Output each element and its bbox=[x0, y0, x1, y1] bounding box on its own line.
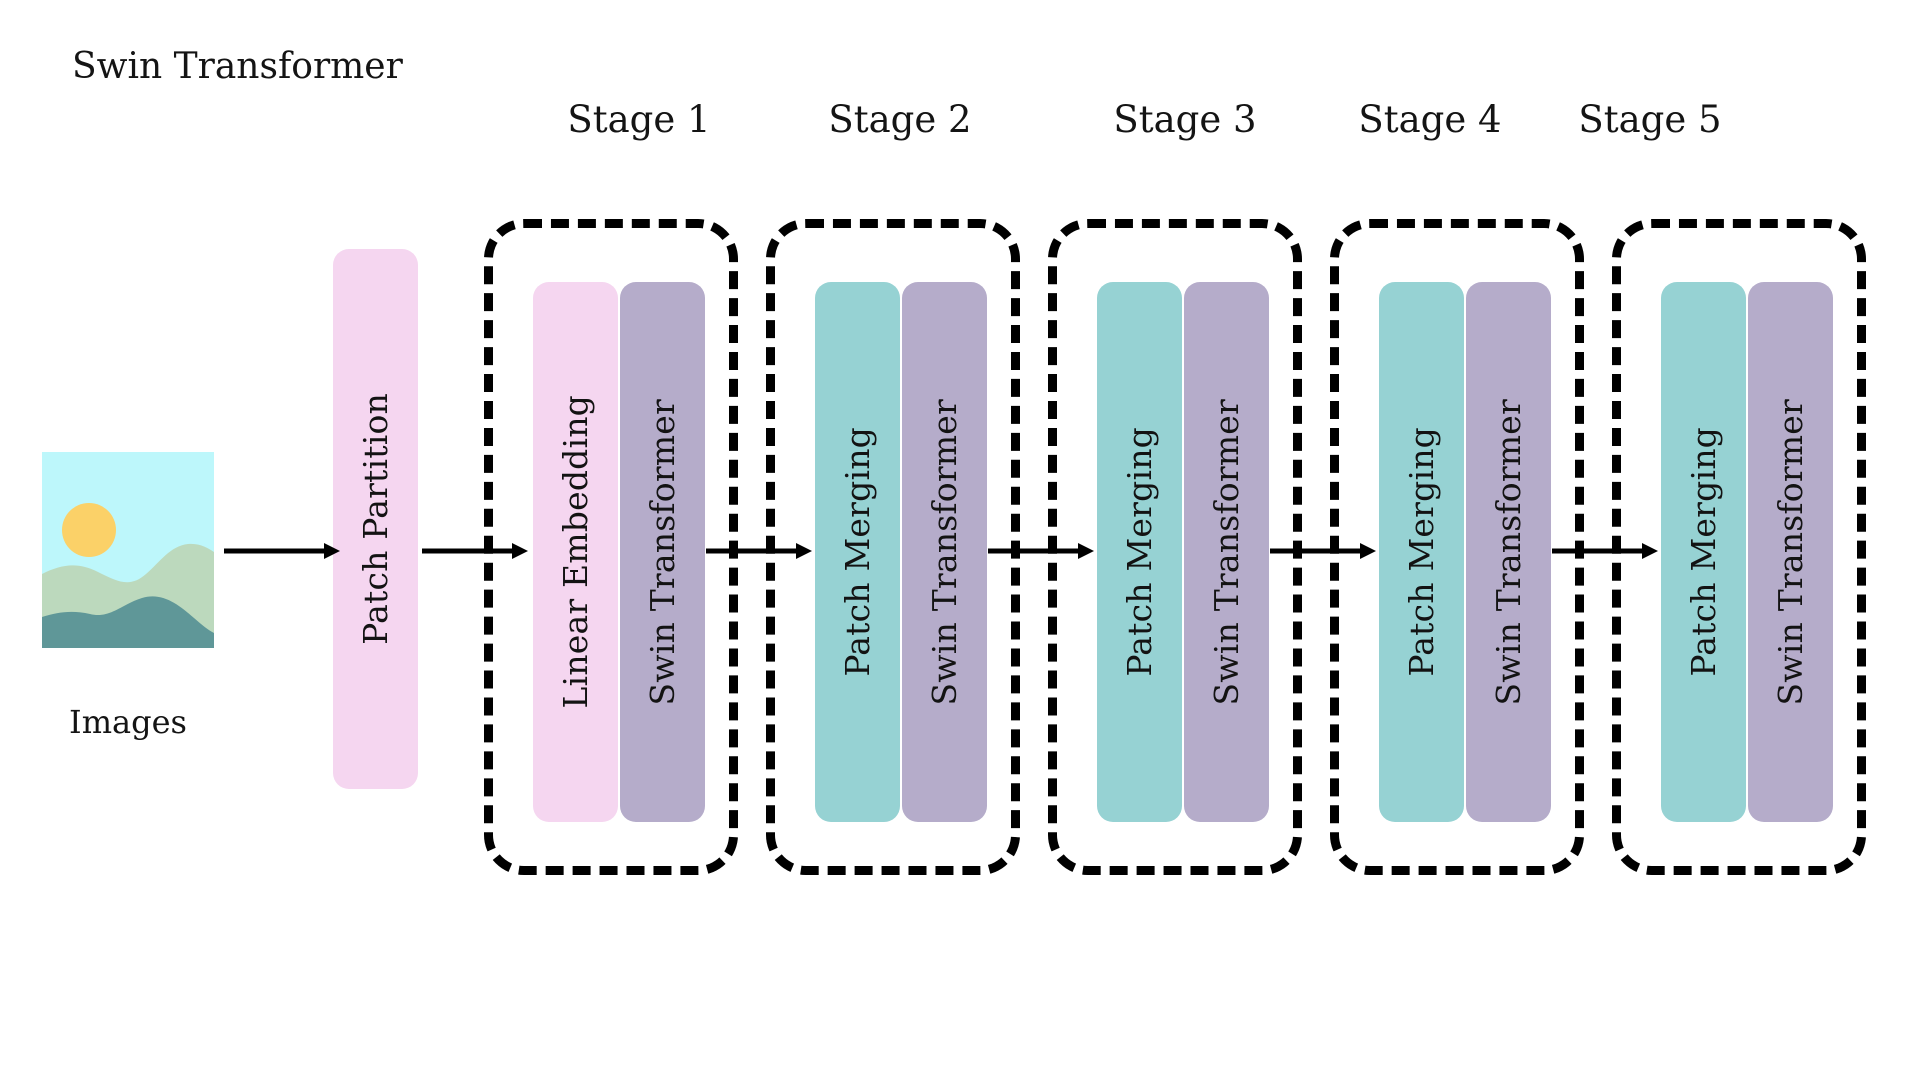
layer-bar-patch-merging[interactable]: Patch Merging bbox=[1661, 282, 1746, 822]
layer-bar-swin-transformer[interactable]: Swin Transformer bbox=[902, 282, 987, 822]
arrow-right-icon bbox=[1270, 543, 1376, 559]
stage-label-3: Stage 3 bbox=[1113, 98, 1257, 141]
stage-box-3[interactable]: Patch Merging Swin Transformer bbox=[1048, 219, 1302, 875]
arrow-right-icon bbox=[422, 543, 528, 559]
layer-bar-label: Swin Transformer bbox=[925, 398, 964, 706]
stage-box-5[interactable]: Patch Merging Swin Transformer bbox=[1612, 219, 1866, 875]
flow-arrow-stage-2-to-stage-3 bbox=[988, 541, 1094, 561]
landscape-thumbnail-icon bbox=[42, 452, 214, 648]
layer-bar-label: Swin Transformer bbox=[1207, 398, 1246, 706]
arrow-right-icon bbox=[1552, 543, 1658, 559]
arrow-right-icon bbox=[224, 543, 340, 559]
source-image-thumbnail bbox=[42, 452, 214, 648]
stage-label-1: Stage 1 bbox=[567, 98, 711, 141]
page-title: Swin Transformer bbox=[72, 46, 403, 87]
stage-box-4[interactable]: Patch Merging Swin Transformer bbox=[1330, 219, 1584, 875]
layer-bar-swin-transformer[interactable]: Swin Transformer bbox=[1184, 282, 1269, 822]
layer-bar-linear-embedding[interactable]: Linear Embedding bbox=[533, 282, 618, 822]
layer-bar-label: Patch Merging bbox=[1402, 427, 1441, 677]
layer-bar-swin-transformer[interactable]: Swin Transformer bbox=[1466, 282, 1551, 822]
layer-bar-patch-partition[interactable]: Patch Partition bbox=[333, 249, 418, 789]
layer-bar-label: Patch Merging bbox=[1684, 427, 1723, 677]
flow-arrow-stage-3-to-stage-4 bbox=[1270, 541, 1376, 561]
flow-arrow-stage-1-to-stage-2 bbox=[706, 541, 812, 561]
flow-arrow-stage-4-to-stage-5 bbox=[1552, 541, 1658, 561]
source-image-caption: Images bbox=[69, 703, 187, 741]
flow-arrow-patch-partition-to-stage-1 bbox=[422, 541, 528, 561]
stage-label-5: Stage 5 bbox=[1578, 98, 1722, 141]
layer-bar-swin-transformer[interactable]: Swin Transformer bbox=[1748, 282, 1833, 822]
arrow-right-icon bbox=[988, 543, 1094, 559]
layer-bar-label: Patch Merging bbox=[1120, 427, 1159, 677]
layer-bar-label: Swin Transformer bbox=[643, 398, 682, 706]
layer-bar-label: Linear Embedding bbox=[556, 395, 595, 709]
stage-box-2[interactable]: Patch Merging Swin Transformer bbox=[766, 219, 1020, 875]
layer-bar-label: Patch Partition bbox=[356, 393, 395, 645]
flow-arrow-image-to-patch-partition bbox=[224, 541, 340, 561]
layer-bar-patch-merging[interactable]: Patch Merging bbox=[1097, 282, 1182, 822]
layer-bar-label: Swin Transformer bbox=[1771, 398, 1810, 706]
stage-label-4: Stage 4 bbox=[1358, 98, 1502, 141]
layer-bar-label: Swin Transformer bbox=[1489, 398, 1528, 706]
layer-bar-patch-merging[interactable]: Patch Merging bbox=[815, 282, 900, 822]
layer-bar-swin-transformer[interactable]: Swin Transformer bbox=[620, 282, 705, 822]
stage-label-2: Stage 2 bbox=[828, 98, 972, 141]
arrow-right-icon bbox=[706, 543, 812, 559]
layer-bar-label: Patch Merging bbox=[838, 427, 877, 677]
stage-box-1[interactable]: Linear Embedding Swin Transformer bbox=[484, 219, 738, 875]
layer-bar-patch-merging[interactable]: Patch Merging bbox=[1379, 282, 1464, 822]
